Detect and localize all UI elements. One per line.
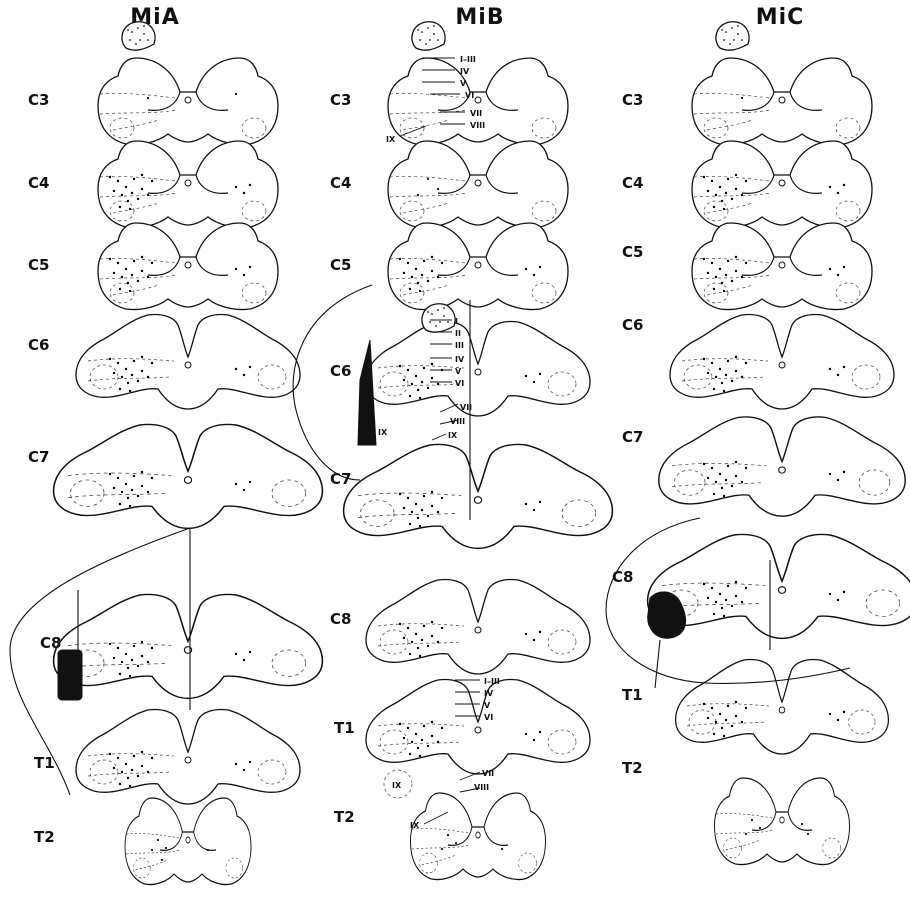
- section-mib-t1: [366, 679, 590, 774]
- mia-lesion: [58, 650, 82, 700]
- mib-lamina-ix-c6a: IX: [378, 428, 388, 437]
- section-mib-c5: [388, 223, 568, 310]
- seg-label-mib-c7: C7: [330, 470, 351, 488]
- section-mic-c3: [692, 22, 872, 145]
- svg-text:V: V: [455, 367, 462, 376]
- svg-text:IX: IX: [448, 431, 458, 440]
- section-mia-c5: [98, 223, 278, 310]
- mib-lesion: [358, 340, 376, 445]
- svg-text:I: I: [455, 317, 458, 326]
- seg-label-mic-c4: C4: [622, 174, 643, 192]
- seg-label-mia-t2: T2: [34, 828, 55, 846]
- seg-label-mib-c5: C5: [330, 256, 351, 274]
- seg-label-mic-c6: C6: [622, 316, 643, 334]
- section-mia-c3: [98, 22, 278, 145]
- section-mia-c6: [76, 314, 300, 409]
- section-mic-c4: [692, 141, 872, 228]
- seg-label-mia-c4: C4: [28, 174, 49, 192]
- section-mia-c4: [98, 141, 278, 228]
- svg-text:VI: VI: [455, 379, 464, 388]
- section-mia-t1: [76, 709, 300, 804]
- svg-text:VII: VII: [482, 769, 494, 778]
- svg-text:V: V: [460, 79, 467, 88]
- seg-label-mia-c6: C6: [28, 336, 49, 354]
- section-mic-c6: [670, 314, 894, 409]
- section-mia-c8: [54, 594, 323, 698]
- svg-text:IX: IX: [410, 821, 420, 830]
- seg-label-mib-c8: C8: [330, 610, 351, 628]
- svg-text:IV: IV: [460, 67, 470, 76]
- svg-text:IV: IV: [455, 355, 465, 364]
- seg-label-mia-c3: C3: [28, 91, 49, 109]
- column-title-mic: MiC: [756, 5, 805, 30]
- svg-text:I–III: I–III: [460, 55, 476, 64]
- svg-text:VII: VII: [470, 109, 482, 118]
- section-mic-t2: [715, 778, 850, 865]
- section-mic-c8: [648, 534, 910, 638]
- section-mia-t2: [125, 798, 251, 885]
- section-mia-c7: [54, 424, 323, 528]
- svg-text:VIII: VIII: [450, 417, 465, 426]
- svg-text:III: III: [455, 341, 464, 350]
- section-mib-t2: [411, 793, 546, 880]
- section-mib-c8: [366, 579, 590, 674]
- section-mic-c7: [659, 417, 905, 516]
- svg-text:IV: IV: [484, 689, 494, 698]
- svg-text:I–III: I–III: [484, 677, 500, 686]
- seg-label-mia-c5: C5: [28, 256, 49, 274]
- seg-label-mib-c4: C4: [330, 174, 351, 192]
- seg-label-mib-c6: C6: [330, 362, 351, 380]
- svg-text:VIII: VIII: [474, 783, 489, 792]
- section-mib-c7: [344, 444, 613, 548]
- seg-label-mia-c8: C8: [40, 634, 61, 652]
- seg-label-mic-c3: C3: [622, 91, 643, 109]
- svg-text:VIII: VIII: [470, 121, 485, 130]
- seg-label-mic-c7: C7: [622, 428, 643, 446]
- seg-label-mic-c5: C5: [622, 243, 643, 261]
- section-mib-c6: [366, 304, 590, 416]
- column-mia: C3 C4 C5 C6 C7 C8 T1 T2: [10, 22, 322, 885]
- seg-label-mib-c3: C3: [330, 91, 351, 109]
- column-title-mib: MiB: [455, 5, 504, 30]
- section-mib-c4: [388, 141, 568, 228]
- seg-label-mic-t2: T2: [622, 759, 643, 777]
- seg-label-mib-t1: T1: [334, 719, 355, 737]
- svg-text:VI: VI: [484, 713, 493, 722]
- section-mic-c5: [692, 223, 872, 310]
- column-mic: C3 C4 C5 C6 C7 C8 T1 T2: [606, 22, 910, 865]
- svg-text:II: II: [455, 329, 461, 338]
- seg-label-mic-t1: T1: [622, 686, 643, 704]
- svg-text:VII: VII: [460, 403, 472, 412]
- seg-label-mia-c7: C7: [28, 448, 49, 466]
- section-mic-t1: [676, 659, 889, 754]
- column-mib: IX I–III IV V VI VII VIII IX I II III IV…: [293, 22, 612, 880]
- seg-label-mib-t2: T2: [334, 808, 355, 826]
- svg-text:V: V: [484, 701, 491, 710]
- svg-text:IX: IX: [386, 135, 396, 144]
- svg-text:VI: VI: [465, 91, 474, 100]
- svg-text:IX: IX: [392, 781, 402, 790]
- seg-label-mic-c8: C8: [612, 568, 633, 586]
- seg-label-mia-t1: T1: [34, 754, 55, 772]
